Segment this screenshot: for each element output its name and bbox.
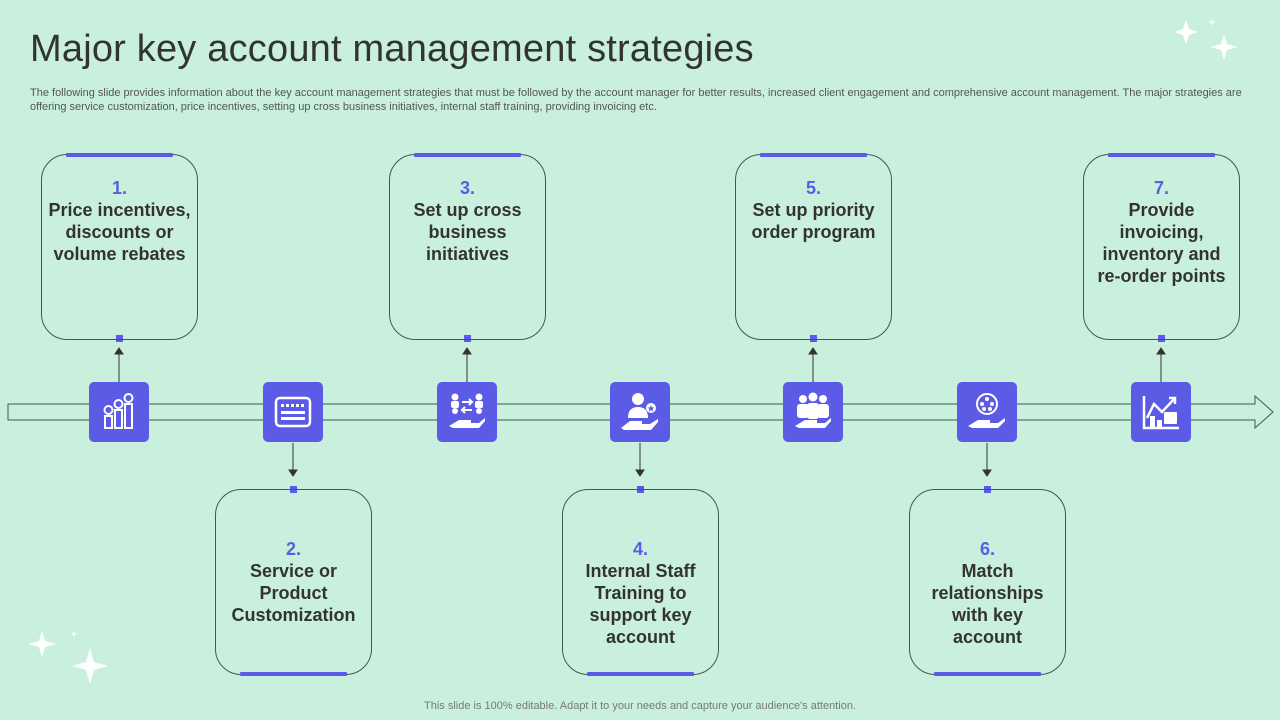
- page-title: Major key account management strategies: [30, 28, 754, 70]
- step-card-3: 3. Set up cross business initiatives: [389, 153, 546, 340]
- step-icon-tile-2: [263, 382, 323, 442]
- footer-note: This slide is 100% editable. Adapt it to…: [424, 700, 856, 712]
- step-card-2: 2. Service or Product Customization: [215, 489, 372, 676]
- step-text: Service or Product Customization: [231, 561, 356, 625]
- step-card-5: 5. Set up priority order program: [735, 153, 892, 340]
- growth-chart-icon: [1142, 396, 1179, 430]
- step-number: 3.: [459, 178, 475, 198]
- step-number: 2.: [285, 539, 301, 559]
- step-card-7: 7. Provide invoicing, inventory and re-o…: [1083, 153, 1240, 340]
- card-accent-bar: [66, 153, 173, 157]
- step-text: Provide invoicing, inventory and re-orde…: [1097, 200, 1226, 286]
- step-icon-tile-6: [957, 382, 1017, 442]
- card-accent-bar: [760, 153, 867, 157]
- sparkle-decoration-icon: [1174, 18, 1238, 60]
- sparkle-decoration-icon: [28, 630, 108, 684]
- step-card-6: 6. Match relationships with key account: [909, 489, 1066, 676]
- step-text: Set up priority order program: [751, 200, 876, 242]
- staff-award-icon: [621, 393, 658, 430]
- step-number: 4.: [632, 539, 648, 559]
- card-accent-bar: [414, 153, 521, 157]
- step-text: Set up cross business initiatives: [413, 200, 522, 264]
- step-icon-tile-3: [437, 382, 497, 442]
- step-icon-tile-1: [89, 382, 149, 442]
- hand-network-icon: [968, 393, 1005, 428]
- step-number: 1.: [111, 178, 127, 198]
- step-card-1: 1. Price incentives, discounts or volume…: [41, 153, 198, 340]
- card-accent-bar: [1108, 153, 1215, 157]
- browser-window-icon: [274, 396, 312, 428]
- step-icon-tile-5: [783, 382, 843, 442]
- step-text: Match relationships with key account: [931, 561, 1044, 647]
- card-accent-bar: [934, 672, 1041, 676]
- step-number: 7.: [1153, 178, 1169, 198]
- card-accent-bar: [587, 672, 694, 676]
- step-text: Price incentives, discounts or volume re…: [48, 200, 191, 264]
- card-accent-bar: [240, 672, 347, 676]
- step-text: Internal Staff Training to support key a…: [585, 561, 696, 647]
- step-number: 5.: [805, 178, 821, 198]
- page-subtitle: The following slide provides information…: [30, 87, 1242, 113]
- step-number: 6.: [979, 539, 995, 559]
- team-collaboration-icon: [449, 393, 485, 428]
- group-hand-icon: [795, 392, 831, 428]
- step-icon-tile-7: [1131, 382, 1191, 442]
- step-card-4: 4. Internal Staff Training to support ke…: [562, 489, 719, 676]
- step-icon-tile-4: [610, 382, 670, 442]
- price-bars-icon: [103, 393, 134, 429]
